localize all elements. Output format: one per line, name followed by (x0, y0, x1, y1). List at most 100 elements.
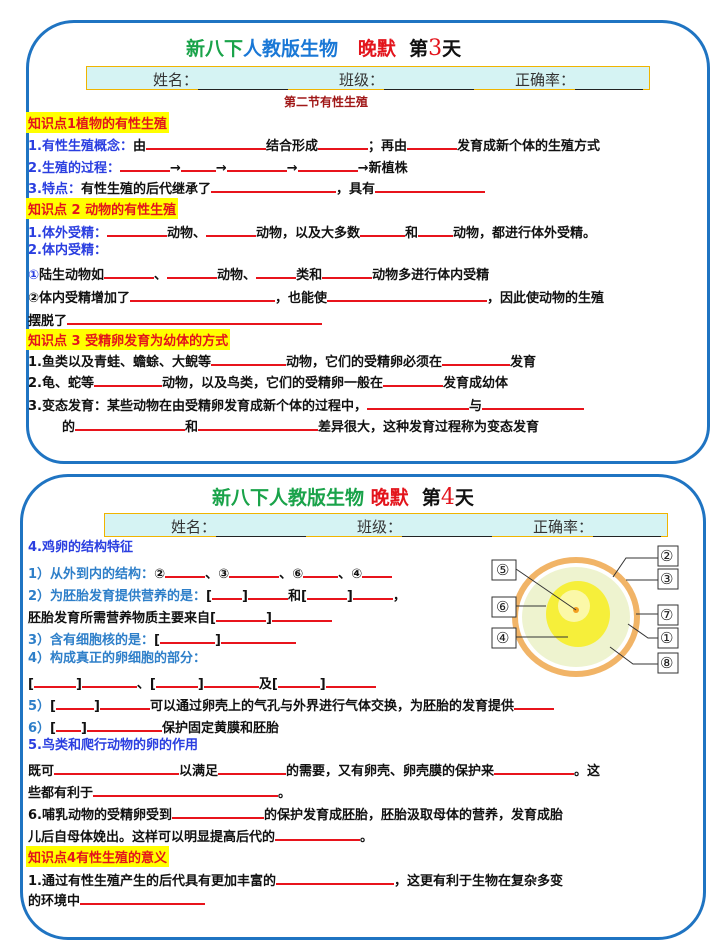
fill-in-blank[interactable] (218, 759, 287, 775)
title-text: 天 (442, 38, 462, 60)
fill-in-blank[interactable] (86, 716, 162, 732)
fill-in-blank[interactable] (226, 156, 287, 172)
fill-in-blank[interactable] (211, 177, 336, 193)
fill-in-blank[interactable] (271, 606, 332, 622)
chicken-egg-diagram: ⑤ ⑥ ④ ② ③ ⑦ ① ⑧ (491, 545, 679, 677)
name-field[interactable]: 姓名： (171, 516, 307, 537)
fill-in-blank[interactable] (418, 221, 454, 237)
fill-in-blank[interactable] (366, 394, 469, 410)
fill-in-blank[interactable] (56, 694, 94, 710)
fill-in-blank[interactable] (375, 177, 486, 193)
fill-in-blank[interactable] (180, 156, 216, 172)
fill-in-blank[interactable] (318, 134, 369, 150)
fill-in-blank[interactable] (75, 415, 186, 431)
line-text: 和 (405, 226, 419, 241)
fill-in-blank[interactable] (146, 134, 266, 150)
fill-in-blank[interactable] (352, 584, 393, 600)
line-text: 及[ (258, 677, 278, 692)
line-text: ] (319, 677, 326, 692)
worksheet-line: 4）构成真正的卵细胞的部分： (28, 650, 206, 668)
line-text: 摆脱了 (28, 314, 68, 329)
class-label: 班级： (357, 518, 403, 536)
fill-in-blank[interactable] (106, 221, 167, 237)
worksheet-line: 6）[]保护固定黄膜和胚胎 (28, 716, 279, 738)
fill-in-blank[interactable] (212, 584, 242, 600)
fill-in-blank[interactable] (206, 221, 256, 237)
worksheet-line: 胚胎发育所需营养物质主要来自[] (28, 606, 332, 628)
fill-in-blank[interactable] (494, 759, 575, 775)
fill-in-blank[interactable] (119, 156, 170, 172)
fill-in-blank[interactable] (322, 263, 373, 279)
fill-in-blank[interactable] (362, 562, 393, 578)
line-text: 发育成新个体的生殖方式 (457, 139, 601, 154)
student-info-bar: 姓名： 班级： 正确率： (86, 66, 650, 90)
section-title: 第二节有性生殖 (284, 95, 369, 109)
name-field[interactable]: 姓名： (153, 69, 289, 90)
worksheet-line: 些都有利于。 (28, 781, 291, 803)
fill-in-blank[interactable] (303, 562, 339, 578)
fill-in-blank[interactable] (247, 584, 288, 600)
fill-in-blank[interactable] (220, 628, 296, 644)
fill-in-blank[interactable] (383, 371, 443, 387)
fill-in-blank[interactable] (130, 286, 276, 302)
fill-in-blank[interactable] (275, 869, 394, 885)
fill-in-blank[interactable] (325, 672, 376, 688)
line-text: 胚胎发育所需营养物质主要来自[ (28, 611, 216, 626)
line-text: [ (50, 721, 56, 736)
fill-in-blank[interactable] (104, 263, 155, 279)
line-text: 动物，以及鸟类，它们的受精卵一般在 (161, 376, 383, 391)
sheet3-title: 新八下人教版生物 晚默 第3天 (186, 34, 461, 61)
worksheet-line: 儿后自母体娩出。这样可以明显提高后代的。 (28, 825, 373, 847)
line-text: ] (215, 633, 221, 648)
fill-in-blank[interactable] (165, 562, 206, 578)
fill-in-blank[interactable] (93, 781, 279, 797)
fill-in-blank[interactable] (482, 394, 584, 410)
fill-in-blank[interactable] (360, 221, 406, 237)
line-text: ，具有 (336, 182, 376, 197)
line-text: 的 (62, 420, 76, 435)
fill-in-blank[interactable] (215, 606, 266, 622)
accuracy-field[interactable]: 正确率： (533, 516, 662, 537)
fill-in-blank[interactable] (407, 134, 458, 150)
line-text: 些都有利于 (28, 786, 94, 801)
fill-in-blank[interactable] (198, 415, 319, 431)
sheet4-title: 新八下人教版生物 晚默 第4天 (212, 483, 474, 510)
fill-in-blank[interactable] (167, 263, 218, 279)
fill-in-blank[interactable] (442, 350, 510, 366)
fill-in-blank[interactable] (306, 584, 347, 600)
egg-label: ③ (660, 570, 673, 588)
fill-in-blank[interactable] (210, 350, 286, 366)
fill-in-blank[interactable] (67, 309, 323, 325)
fill-in-blank[interactable] (277, 672, 320, 688)
fill-in-blank[interactable] (99, 694, 150, 710)
worksheet-line: 2.体内受精： (28, 242, 107, 260)
fill-in-blank[interactable] (93, 371, 162, 387)
fill-in-blank[interactable] (256, 263, 297, 279)
fill-in-blank[interactable] (33, 672, 76, 688)
fill-in-blank[interactable] (229, 562, 280, 578)
worksheet-line: 2.生殖的过程：→→→→新植株 (28, 156, 408, 178)
fill-in-blank[interactable] (56, 716, 81, 732)
fill-in-blank[interactable] (275, 825, 361, 841)
egg-label: ⑤ (496, 561, 509, 579)
worksheet-line: 摆脱了 (28, 309, 323, 331)
title-text: 第 (421, 487, 441, 509)
class-field[interactable]: 班级： (357, 516, 493, 537)
fill-in-blank[interactable] (513, 694, 554, 710)
line-text: → (215, 161, 227, 176)
fill-in-blank[interactable] (80, 889, 206, 905)
fill-in-blank[interactable] (54, 759, 180, 775)
title-text: 新八下 (186, 38, 244, 60)
fill-in-blank[interactable] (155, 672, 198, 688)
accuracy-field[interactable]: 正确率： (515, 69, 644, 90)
fill-in-blank[interactable] (203, 672, 259, 688)
line-text: [ (50, 699, 56, 714)
fill-in-blank[interactable] (171, 803, 264, 819)
fill-in-blank[interactable] (327, 286, 488, 302)
egg-label: ① (660, 629, 673, 647)
fill-in-blank[interactable] (297, 156, 358, 172)
fill-in-blank[interactable] (160, 628, 215, 644)
fill-in-blank[interactable] (81, 672, 137, 688)
name-label: 姓名： (171, 518, 217, 536)
class-field[interactable]: 班级： (339, 69, 475, 90)
